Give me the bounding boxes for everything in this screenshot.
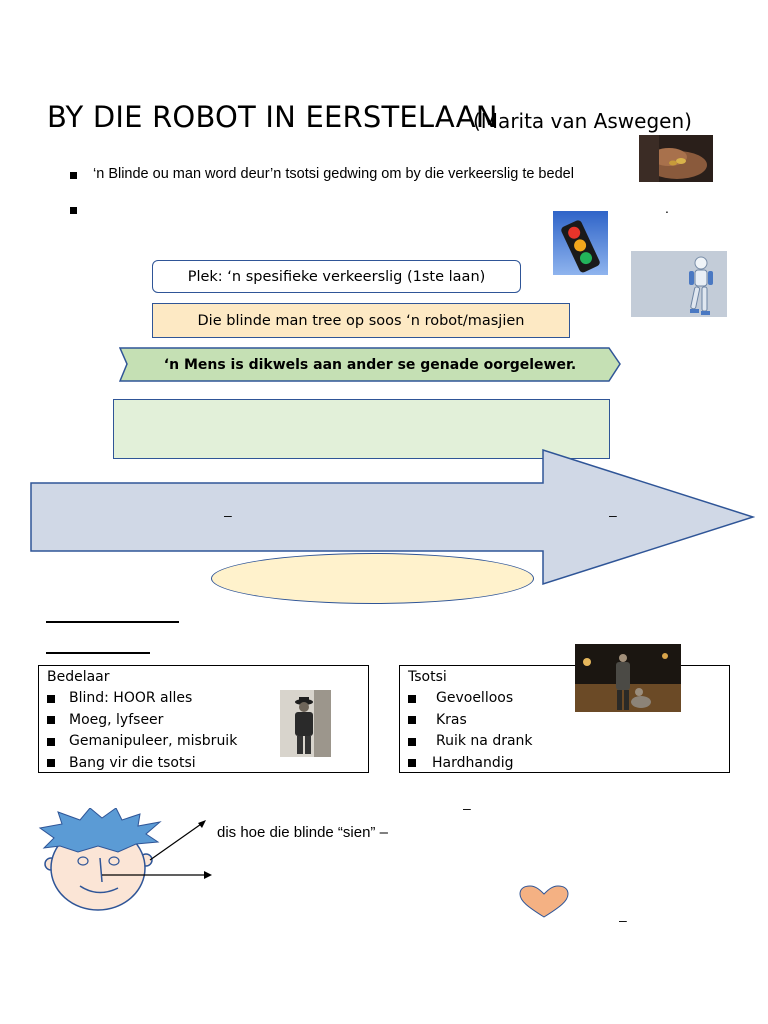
bullet-marker (408, 716, 416, 725)
mens-banner-text: ‘n Mens is dikwels aan ander se genade o… (163, 356, 577, 373)
mens-banner-shape (119, 347, 621, 382)
stray-dot: . (665, 200, 669, 216)
plek-box: Plek: ‘n spesifieke verkeerslig (1ste la… (152, 260, 521, 293)
arrow-dash-right: – (609, 507, 617, 523)
list-item: Gemanipuleer, misbruik (47, 731, 237, 753)
nose-icon (99, 857, 103, 883)
underline-1 (46, 621, 179, 623)
tsotsi-photo (575, 644, 681, 712)
theme-box (113, 399, 610, 459)
bullet-marker (408, 759, 416, 768)
dash-b: – (619, 912, 627, 928)
arrow-up-icon (149, 821, 205, 861)
left-eye-icon (77, 856, 89, 866)
bullet-marker (70, 172, 77, 179)
tsotsi-list: Gevoelloos Kras Ruik na drank Hardhandig (408, 688, 533, 774)
list-item: Hardhandig (408, 753, 533, 775)
list-item: Gevoelloos (408, 688, 533, 710)
traffic-light-photo (553, 211, 608, 275)
old-man-photo (280, 690, 331, 757)
robot-photo (631, 251, 727, 317)
underline-2 (46, 652, 150, 654)
bullet-marker (47, 716, 55, 725)
mouth-icon (79, 885, 119, 894)
bullet-marker (70, 207, 77, 214)
spiky-hair-icon (38, 808, 162, 853)
heart-icon (519, 885, 569, 918)
bullet-marker (47, 694, 55, 703)
bullet-marker (408, 737, 416, 746)
big-arrow-shape (30, 449, 755, 586)
blinde-man-box: Die blinde man tree op soos ‘n robot/mas… (152, 303, 570, 338)
bedelaar-heading: Bedelaar (47, 669, 110, 685)
list-item: Moeg, lyfseer (47, 710, 237, 732)
list-item: Bang vir die tsotsi (47, 753, 237, 775)
bullet-marker (408, 694, 416, 703)
yellow-ellipse (211, 553, 534, 604)
bullet-marker (47, 737, 55, 746)
author-name: (Marita van Aswegen) (473, 109, 692, 133)
bullet-text-1: ‘n Blinde ou man word deur’n tsotsi gedw… (93, 166, 574, 182)
bedelaar-list: Blind: HOOR alles Moeg, lyfseer Gemanipu… (47, 688, 237, 774)
list-item: Blind: HOOR alles (47, 688, 237, 710)
sien-text: dis hoe die blinde “sien” – (217, 824, 388, 841)
list-item: Kras (408, 710, 533, 732)
cartoon-face (38, 808, 212, 911)
bullet-marker (47, 759, 55, 768)
dash-a: – (463, 800, 471, 816)
tsotsi-heading: Tsotsi (408, 669, 447, 685)
arrow-dash-left: – (224, 507, 232, 523)
right-eye-icon (108, 856, 120, 866)
list-item: Ruik na drank (408, 731, 533, 753)
page-title: BY DIE ROBOT IN EERSTELAAN (47, 100, 498, 134)
begging-hand-photo (639, 135, 713, 182)
